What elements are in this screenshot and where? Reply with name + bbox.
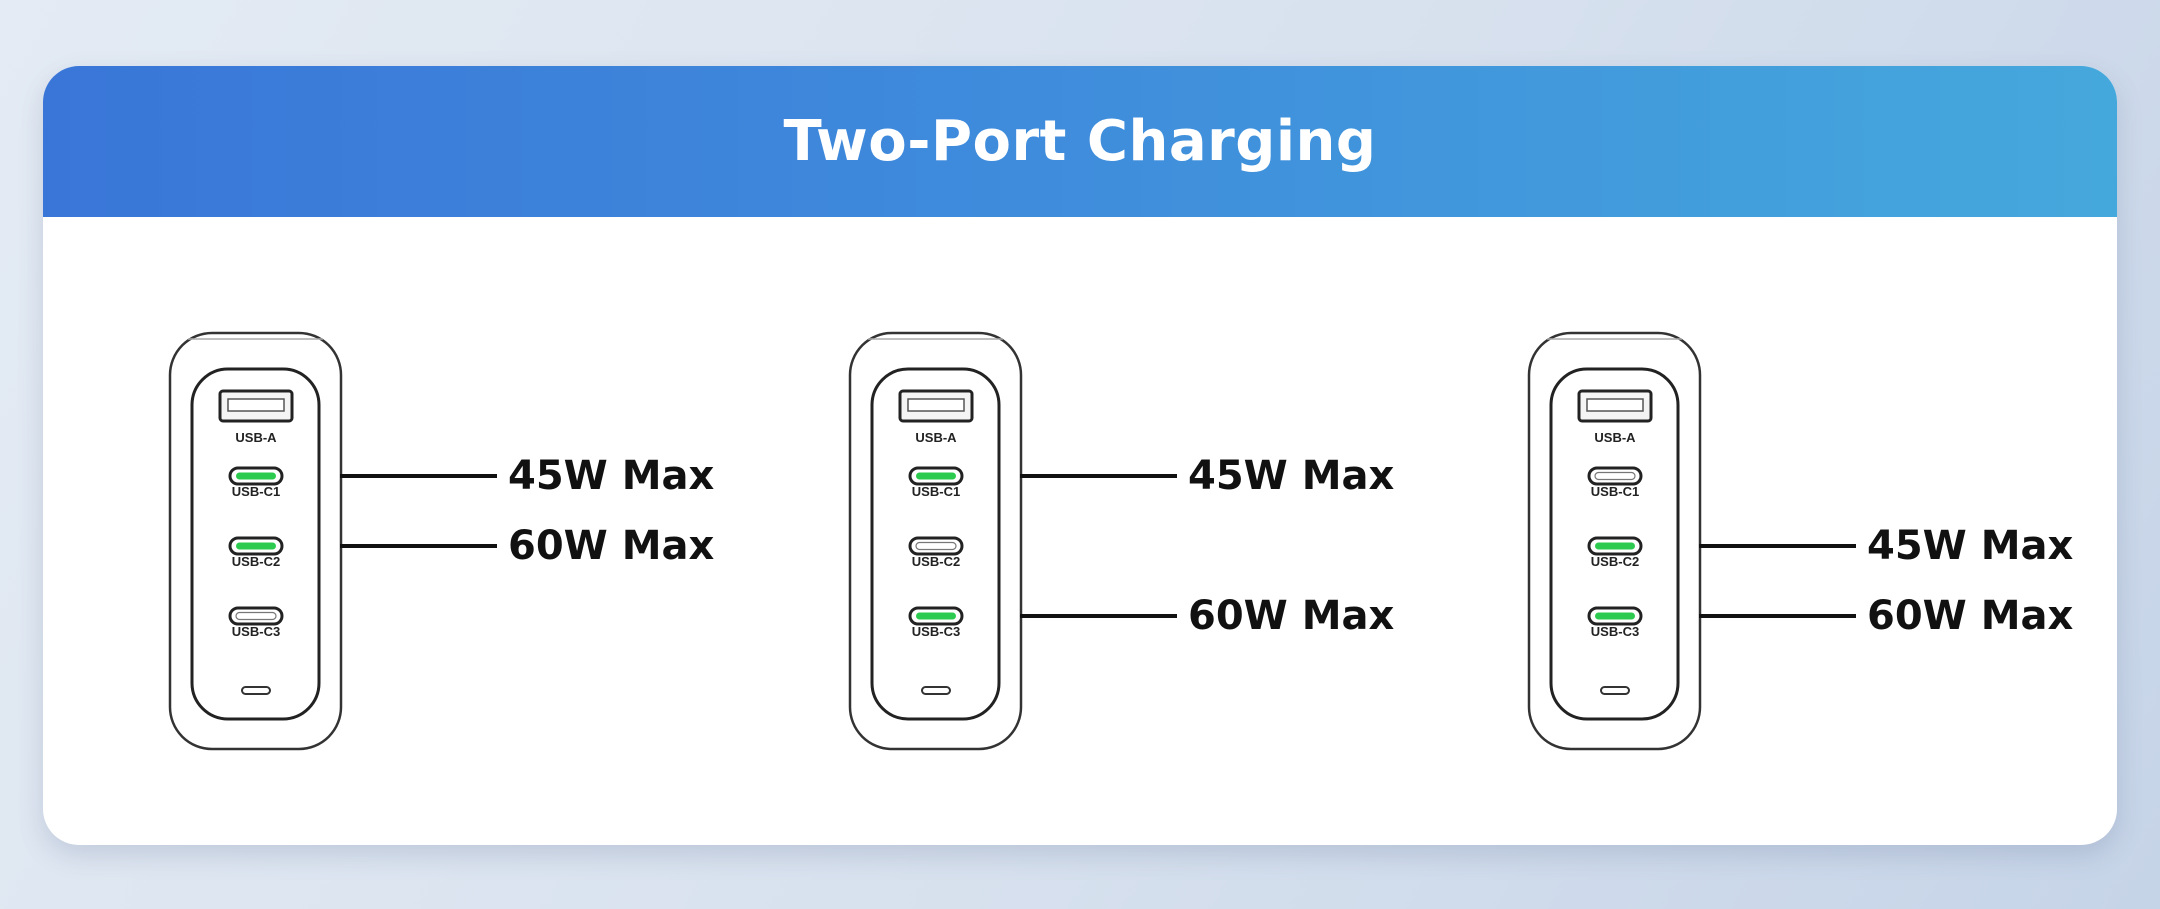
active-port-indicator xyxy=(236,472,276,480)
usb-c1-label: USB-C1 xyxy=(912,484,960,499)
indicator-light xyxy=(1600,686,1630,695)
power-rating-label: 60W Max xyxy=(1188,593,1395,639)
inactive-port-indicator xyxy=(915,541,957,551)
indicator-light xyxy=(921,686,951,695)
inactive-port-indicator xyxy=(1594,471,1636,481)
callout-line xyxy=(1699,614,1856,618)
usb-c3-label: USB-C3 xyxy=(912,624,960,639)
usb-c2-label: USB-C2 xyxy=(1591,554,1639,569)
indicator-light xyxy=(241,686,271,695)
callout-line xyxy=(1020,474,1177,478)
usb-c1-label: USB-C1 xyxy=(232,484,280,499)
power-rating-label: 45W Max xyxy=(1867,523,2074,569)
active-port-indicator xyxy=(236,542,276,550)
header-banner: Two-Port Charging xyxy=(43,66,2117,217)
power-rating-label: 45W Max xyxy=(1188,453,1395,499)
usb-a-label: USB-A xyxy=(1594,430,1636,445)
usb-c2-label: USB-C2 xyxy=(232,554,280,569)
callout-line xyxy=(1699,544,1856,548)
active-port-indicator xyxy=(1595,542,1635,550)
callout-line xyxy=(340,474,497,478)
usb-a-label: USB-A xyxy=(915,430,957,445)
usb-c1-label: USB-C1 xyxy=(1591,484,1639,499)
inactive-port-indicator xyxy=(235,611,277,621)
active-port-indicator xyxy=(916,472,956,480)
power-rating-label: 45W Max xyxy=(508,453,715,499)
usb-c2-label: USB-C2 xyxy=(912,554,960,569)
active-port-indicator xyxy=(1595,612,1635,620)
power-rating-label: 60W Max xyxy=(508,523,715,569)
usb-c3-label: USB-C3 xyxy=(1591,624,1639,639)
power-rating-label: 60W Max xyxy=(1867,593,2074,639)
active-port-indicator xyxy=(916,612,956,620)
usb-c3-label: USB-C3 xyxy=(232,624,280,639)
page-title: Two-Port Charging xyxy=(783,109,1377,174)
callout-line xyxy=(1020,614,1177,618)
callout-line xyxy=(340,544,497,548)
usb-a-label: USB-A xyxy=(235,430,277,445)
